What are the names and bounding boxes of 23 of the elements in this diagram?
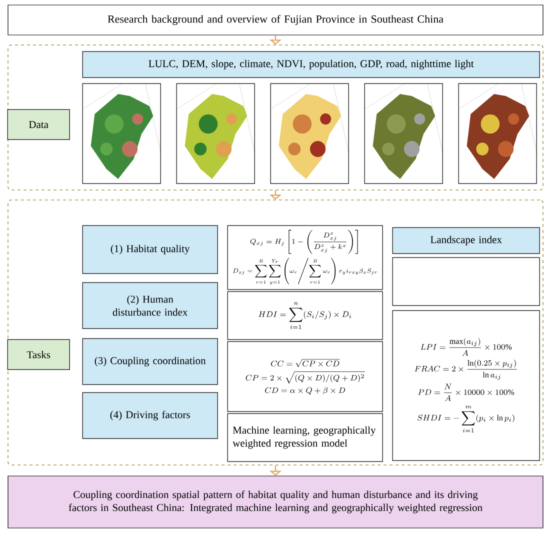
picture xyxy=(176,83,256,184)
formula-box: $Q_{xj}=H_j\left[1-\left(\frac{D_{xj}^{z}}{D_{xj}^{z}+k^{z}}\right)\right]$ $D_{xj}=\sum_{r=1}^{R}\sum_{y=1}^{Y_r}\left(\omega_r\middle/\sum_{r=1}^{R}\omega_r\right)r_y i_{rxy}\beta_x S_{jr}$ xyxy=(227,225,383,290)
label-box: Tasks xyxy=(7,339,70,370)
label-box: (3) Coupling coordination xyxy=(82,338,218,385)
empty-box xyxy=(392,257,540,306)
dashed-panel xyxy=(8,200,544,466)
formula-box: $HDI=\sum_{i=1}^{n}(S_i/S_j)\times D_i$ xyxy=(227,291,383,340)
banner-box: Coupling coordination spatial pattern of habitat quality and human disturbance and its driving factors in Southeast China: Integrated machine learning and geographically weighted regression xyxy=(8,476,544,528)
label-box: LULC, DEM, slope, climate, NDVI, population, GDP, road, nighttime light xyxy=(82,51,540,78)
dashed-panel xyxy=(8,44,544,190)
picture xyxy=(364,83,444,184)
label-box: Landscape index xyxy=(392,227,540,254)
text-box: Machine learning, geographically weighted regression model xyxy=(227,413,383,462)
picture xyxy=(270,83,350,184)
formula-box: $LPI=\frac{\max(a_{ij})}{A}\times 100\%$ $FRAC=2\times\frac{\ln(0.25\times p_{ij})}{\ln a_{ij}}$ $PD=\frac{N}{A}\times 10000\times 100\%$ $SHDI=-\sum_{i=1}^{m}(p_i\times\ln p_i)$ xyxy=(392,310,540,461)
label-box: (1) Habitat quality xyxy=(82,225,218,274)
picture xyxy=(458,83,538,184)
banner-box: Research background and overview of Fujian Province in Southeast China xyxy=(8,4,544,36)
label-box: (4) Driving factors xyxy=(82,392,218,439)
formula-box: $CC=\sqrt{CP\times CD}$ $CP=2\times\sqrt{(Q\times D)/(Q+D)^2}$ $CD=\alpha\times Q+\beta\times D$ xyxy=(227,341,383,412)
label-box: Data xyxy=(7,109,70,140)
label-box: (2) Human disturbance index xyxy=(82,282,218,329)
picture xyxy=(82,83,162,184)
